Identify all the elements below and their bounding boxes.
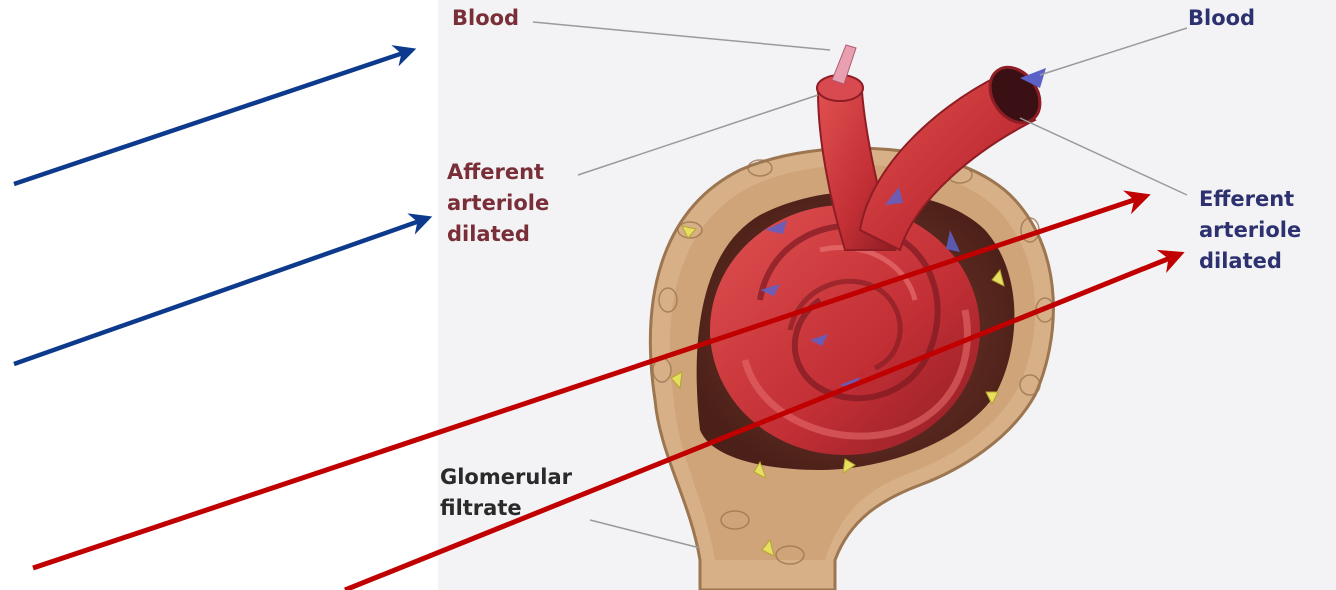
- blue-arrow-afferent: [14, 218, 428, 364]
- blood-label-right: Blood: [1188, 3, 1255, 34]
- blue-arrow-blood: [14, 50, 412, 184]
- blood-label-left: Blood: [452, 3, 519, 34]
- afferent-arteriole-label: Afferent arteriole dilated: [447, 157, 549, 250]
- efferent-arteriole-label: Efferent arteriole dilated: [1199, 184, 1301, 277]
- glomerular-filtrate-label: Glomerular filtrate: [440, 462, 572, 524]
